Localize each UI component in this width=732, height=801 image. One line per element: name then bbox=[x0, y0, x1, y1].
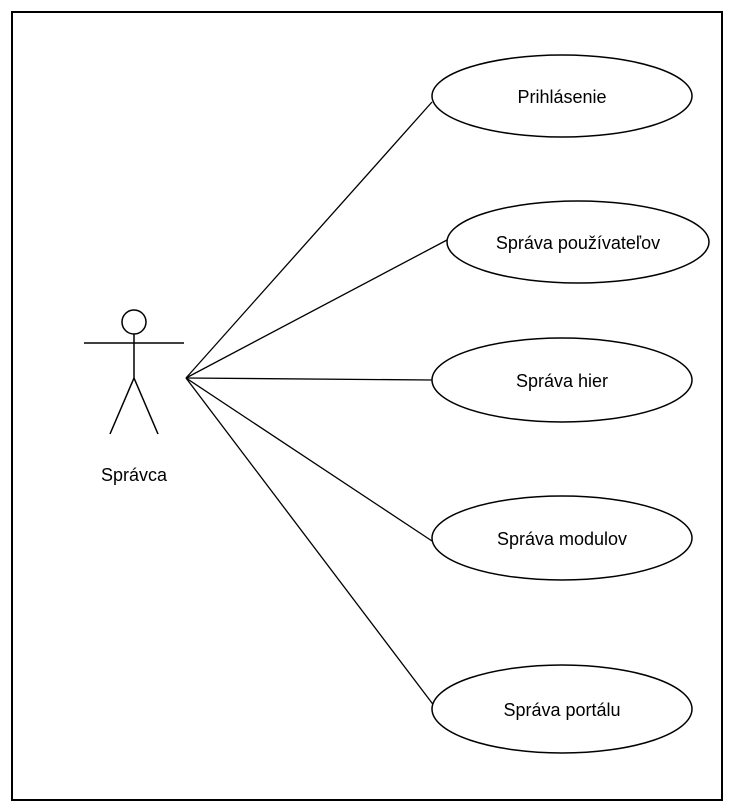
use-case-label: Správa hier bbox=[516, 371, 608, 391]
use-case-ellipse bbox=[431, 495, 693, 581]
actor-left-leg bbox=[109, 377, 135, 435]
use-case-sprava-portalu: Správa portálu bbox=[431, 664, 693, 754]
use-case-sprava-pouzivatelov: Správa používateľov bbox=[446, 200, 710, 284]
use-case-prihlasenie: Prihlásenie bbox=[431, 54, 693, 138]
association-line-sprava-portalu bbox=[185, 377, 436, 708]
use-case-ellipse bbox=[431, 54, 693, 138]
association-line-sprava-hier bbox=[185, 377, 433, 381]
use-case-ellipse bbox=[431, 337, 693, 423]
use-case-label: Správa modulov bbox=[497, 529, 627, 549]
use-case-label: Prihlásenie bbox=[517, 87, 606, 107]
association-line-prihlasenie bbox=[185, 101, 433, 379]
actor-name: Správca bbox=[101, 465, 168, 485]
use-case-ellipse bbox=[431, 664, 693, 754]
use-case-label: Správa používateľov bbox=[496, 233, 660, 253]
association-line-sprava-pouzivatelov bbox=[185, 239, 448, 379]
actor-right-leg bbox=[133, 377, 159, 435]
use-case-sprava-modulov: Správa modulov bbox=[431, 495, 693, 581]
actor-stick-figure bbox=[84, 309, 184, 435]
use-case-ellipse bbox=[446, 200, 710, 284]
actor-head bbox=[121, 309, 147, 335]
use-case-sprava-hier: Správa hier bbox=[431, 337, 693, 423]
association-line-sprava-modulov bbox=[185, 377, 433, 542]
use-case-label: Správa portálu bbox=[503, 700, 620, 720]
